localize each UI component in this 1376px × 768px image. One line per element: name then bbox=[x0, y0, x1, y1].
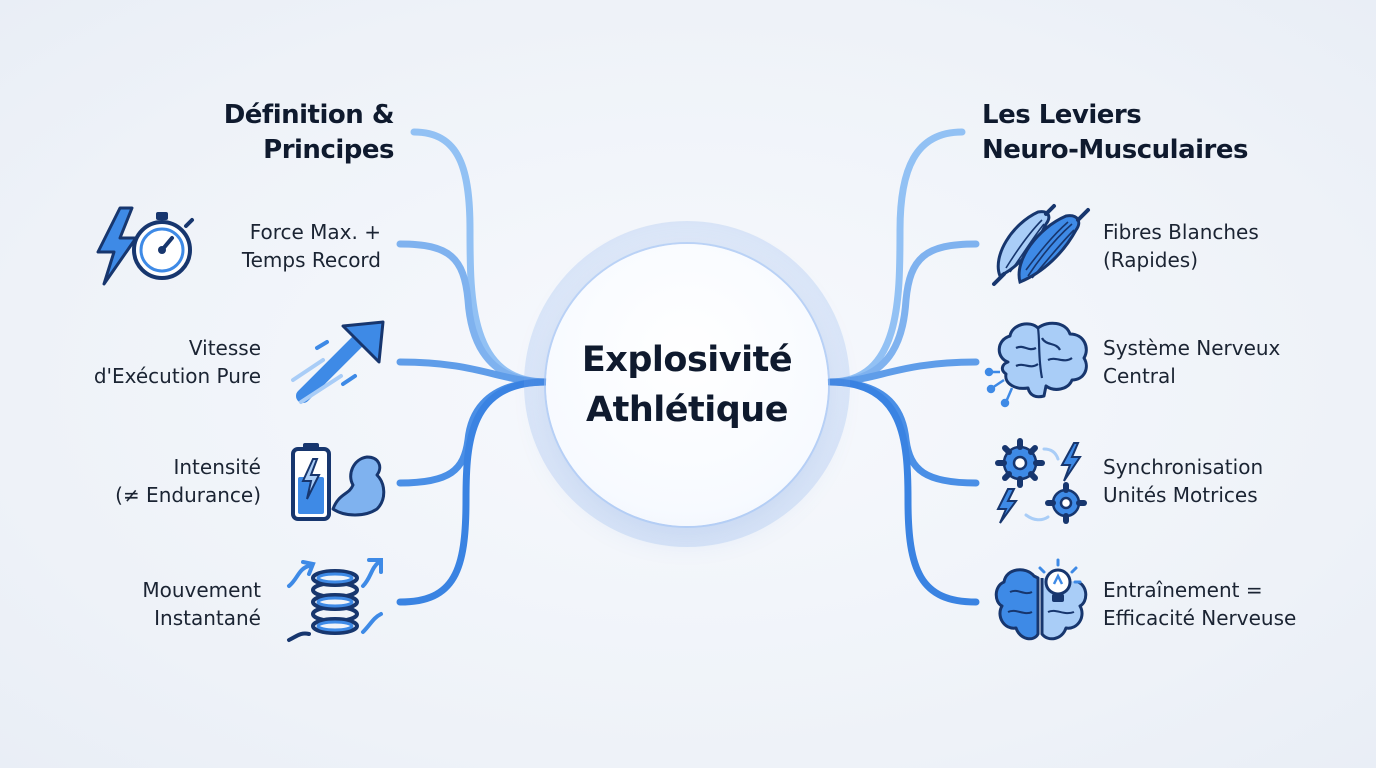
left-item-label-1: Force Max. + Temps Record bbox=[241, 220, 381, 272]
connector-right-4 bbox=[826, 378, 980, 606]
left-item-label-2: Vitesse d'Exécution Pure bbox=[93, 336, 261, 388]
connector-left-4 bbox=[396, 378, 550, 606]
right-item-label-1: Fibres Blanches (Rapides) bbox=[1103, 220, 1259, 272]
right-item-label-4: Entraînement = Efficacité Nerveuse bbox=[1103, 578, 1297, 630]
center-title: Explosivité Athlétique bbox=[581, 340, 793, 430]
brain-icon bbox=[984, 318, 1096, 408]
right-item-label-3: Synchronisation Unités Motrices bbox=[1103, 455, 1264, 507]
speed-arrow-icon bbox=[283, 318, 393, 408]
left-item-label-3: Intensité (≠ Endurance) bbox=[115, 455, 261, 507]
stopwatch-lightning-icon bbox=[92, 200, 202, 290]
connector-left-1 bbox=[396, 240, 550, 386]
gears-lightning-icon bbox=[986, 437, 1096, 527]
connector-right-1 bbox=[826, 240, 980, 386]
brain-lightbulb-icon bbox=[986, 556, 1096, 646]
right-heading: Les Leviers Neuro-Musculaires bbox=[982, 100, 1248, 165]
left-item-label-4: Mouvement Instantané bbox=[142, 578, 261, 630]
right-item-label-2: Système Nerveux Central bbox=[1103, 336, 1281, 388]
battery-muscle-icon bbox=[283, 437, 393, 527]
center-node: Explosivité Athlétique bbox=[546, 244, 828, 526]
muscle-fibers-icon bbox=[986, 200, 1096, 290]
connector-right-2 bbox=[826, 358, 980, 386]
left-heading: Définition & Principes bbox=[223, 100, 395, 165]
spring-icon bbox=[283, 556, 393, 646]
connector-right-heading bbox=[826, 128, 966, 386]
